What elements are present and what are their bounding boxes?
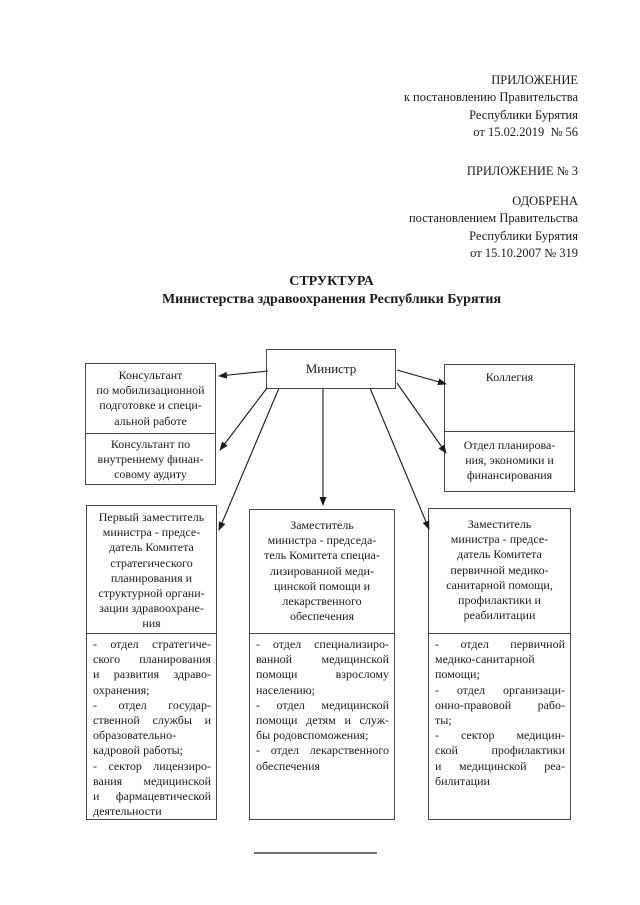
annex-block-2: ПРИЛОЖЕНИЕ № 3: [466, 164, 578, 178]
arrow-minister-to-planning-department: [396, 382, 447, 454]
org-box-minister: Министр: [266, 349, 396, 389]
page-title: СТРУКТУРА Министерства здравоохранения Р…: [85, 273, 578, 309]
org-box-collegium: Коллегия: [445, 365, 574, 431]
collegium-label: Коллегия: [485, 370, 534, 384]
arrow-minister-to-consultant-mobilization: [218, 370, 269, 379]
arrow-minister-to-deputy-primary: [369, 387, 430, 530]
arrow-minister-to-consultant-audit: [219, 387, 268, 451]
minister-label: Министр: [305, 361, 357, 377]
footnote-rule: [254, 852, 377, 854]
title-line-2: Министерства здравоохранения Республики …: [161, 292, 502, 307]
arrow-minister-to-collegium: [396, 369, 447, 386]
title-line-1: СТРУКТУРА: [289, 274, 374, 289]
org-stack-collegium: Коллегия Отдел планирова-ния, экономики …: [444, 364, 575, 492]
